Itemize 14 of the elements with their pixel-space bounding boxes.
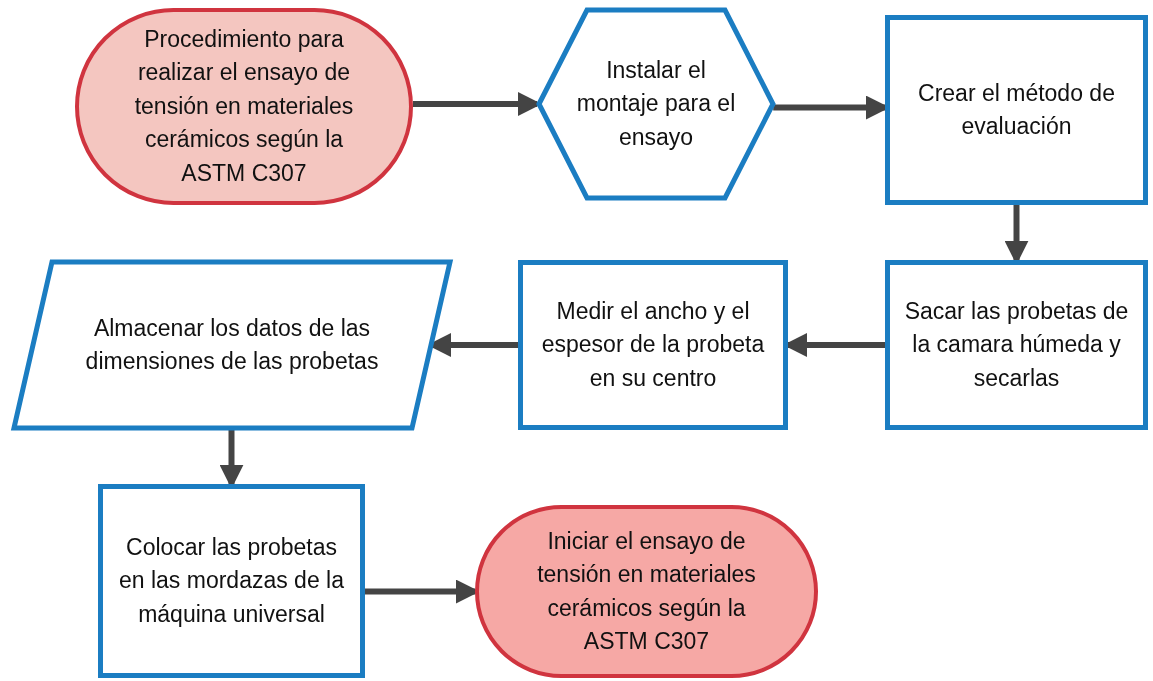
process-box	[885, 15, 1148, 205]
preparation-hexagon	[537, 8, 775, 200]
node-text: Crear el método de evaluación	[917, 78, 1116, 141]
node-text: Almacenar los datos de las dimensiones de las probetas	[84, 313, 380, 376]
process-box	[518, 260, 788, 430]
process-box	[885, 260, 1148, 430]
node-text: Medir el ancho y el espesor de la probeta en su centro	[540, 297, 766, 393]
node-text: Iniciar el ensayo de tensión en materiales cerámicos según la ASTM C307	[536, 526, 757, 656]
node-text: Instalar el montaje para el ensayo	[575, 56, 737, 152]
data-parallelogram	[12, 260, 452, 430]
node-text: Colocar las probetas en las mordazas de la máquina universal	[118, 533, 345, 629]
node-text: Procedimiento para realizar el ensayo de tensión en materiales cerámicos según la ASTM C307	[133, 25, 355, 188]
process-box	[98, 484, 365, 678]
node-text: Sacar las probetas de la camara húmeda y secarlas	[903, 297, 1130, 393]
